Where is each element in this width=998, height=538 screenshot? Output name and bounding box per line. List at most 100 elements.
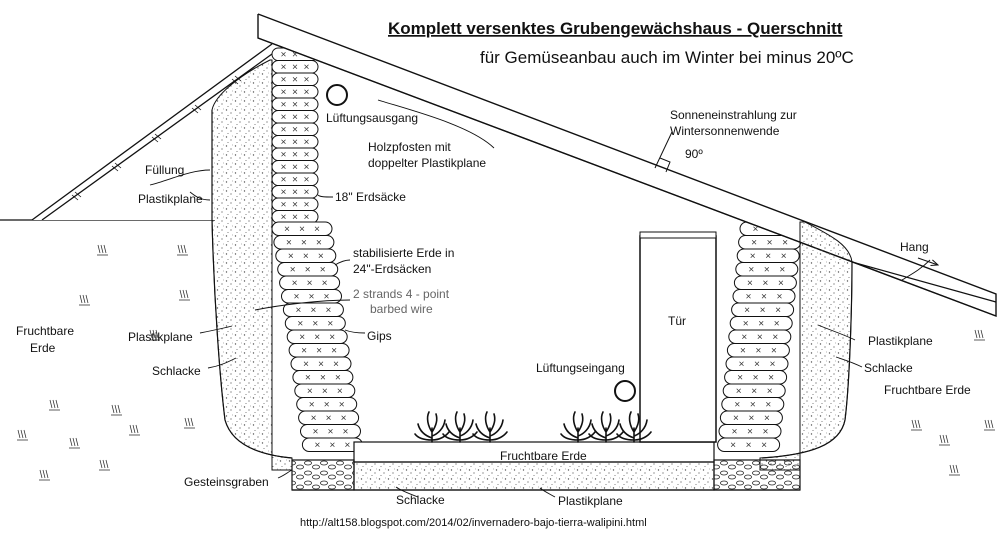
label-gesteinsgraben: Gesteinsgraben: [184, 475, 269, 489]
erdsack-18: [271, 122, 319, 136]
label-wire-2: barbed wire: [370, 302, 433, 316]
source-url: http://alt158.blogspot.com/2014/02/inver…: [300, 517, 647, 529]
label-fruchtbare-right: Fruchtbare Erde: [884, 383, 971, 397]
erdsack-24: [286, 329, 348, 344]
berm-roof-inner: [41, 53, 273, 221]
label-plastikplane-right: Plastikplane: [868, 334, 933, 348]
plant-icon: [616, 411, 652, 443]
label-schlacke-right: Schlacke: [864, 361, 913, 375]
right-angle-mark: [659, 157, 671, 173]
soil-hatch-mark: [79, 294, 90, 306]
vent-inlet-icon: [614, 380, 636, 402]
erdsack-24: [726, 343, 790, 358]
erdsack-24: [718, 424, 782, 439]
erdsack-18: [271, 135, 319, 149]
label-erdsaecke-18: 18" Erdsäcke: [335, 190, 406, 204]
label-sonne-1: Sonneneinstrahlung zur: [670, 108, 797, 122]
erdsack-24: [735, 262, 799, 277]
soil-hatch-mark: [39, 469, 50, 481]
rock-trench-left: [291, 459, 355, 491]
leader-lines: [149, 99, 931, 498]
soil-hatch-mark: [99, 459, 110, 471]
label-fruchtbare-left-2: Erde: [30, 341, 56, 355]
right-sack-stack: [717, 221, 803, 452]
erdsack-24: [738, 235, 802, 250]
soil-hatch-mark: [17, 429, 28, 441]
diagram-subtitle: für Gemüseanbau auch im Winter bei minus…: [480, 48, 854, 67]
soil-hatch-mark: [97, 244, 108, 256]
lower-sack-stack: [271, 221, 363, 452]
erdsack-24: [719, 410, 783, 425]
plant-icon: [442, 411, 478, 443]
erdsack-24: [731, 302, 795, 317]
soil-hatch-mark: [974, 329, 985, 341]
vent-outlet-icon: [326, 84, 348, 106]
erdsack-24: [725, 356, 789, 371]
diagram-title: Komplett versenktes Grubengewächshaus - …: [388, 19, 843, 38]
erdsack-24: [300, 424, 361, 439]
upper-sack-stack: [271, 47, 319, 224]
erdsack-18: [271, 185, 319, 199]
soil-hatch-mark: [179, 289, 190, 301]
soil-hatch-mark: [111, 404, 122, 416]
label-fruchtbare-left-1: Fruchtbare: [16, 324, 74, 338]
erdsack-18: [271, 197, 319, 211]
erdsack-24: [292, 370, 354, 385]
berm-roof-outer: [31, 43, 273, 221]
erdsack-18: [271, 172, 319, 186]
roof-inner-line: [257, 37, 997, 317]
label-holzpfosten-1: Holzpfosten mit: [368, 140, 451, 154]
soil-hatch-mark: [49, 399, 60, 411]
erdsack-24: [722, 383, 786, 398]
label-lueftungsausgang: Lüftungsausgang: [326, 111, 418, 125]
label-fuellung: Füllung: [145, 163, 184, 177]
left-plastic-line: [211, 110, 293, 459]
label-fruchtbare-floor: Fruchtbare Erde: [500, 449, 587, 463]
erdsack-24: [729, 316, 793, 331]
plants-left: [414, 411, 508, 443]
erdsack-24: [298, 410, 360, 425]
label-plastikplane-left: Plastikplane: [128, 330, 193, 344]
label-angle: 90º: [685, 147, 703, 161]
label-holzpfosten-2: doppelter Plastikplane: [368, 156, 486, 170]
label-stab-erde-2: 24"-Erdsäcken: [353, 262, 431, 276]
soil-hatch-mark: [149, 329, 160, 341]
plant-icon: [560, 411, 596, 443]
erdsack-18: [271, 72, 319, 86]
erdsack-18: [271, 60, 319, 74]
erdsack-24: [732, 289, 796, 304]
erdsack-24: [275, 248, 337, 263]
erdsack-24: [282, 302, 344, 317]
erdsack-24: [724, 370, 788, 385]
label-tuer: Tür: [668, 314, 686, 328]
label-gips: Gips: [367, 329, 392, 343]
label-plastikplane-roof: Plastikplane: [138, 192, 203, 206]
soil-hatches: [17, 244, 995, 481]
erdsack-18: [271, 85, 319, 99]
soil-hatch-mark: [129, 424, 140, 436]
label-schlacke-left: Schlacke: [152, 364, 201, 378]
erdsack-24: [728, 329, 792, 344]
label-stab-erde-1: stabilisierte Erde in: [353, 246, 454, 260]
label-sonne-2: Wintersonnenwende: [670, 124, 780, 138]
erdsack-24: [277, 262, 339, 277]
left-berm: [32, 52, 270, 220]
erdsack-24: [733, 275, 797, 290]
plant-icon: [472, 411, 508, 443]
label-schlacke-bottom: Schlacke: [396, 493, 445, 507]
plant-icon: [414, 411, 450, 443]
sun-ray-line: [654, 131, 673, 169]
erdsack-24: [294, 383, 356, 398]
soil-hatch-mark: [984, 419, 995, 431]
erdsack-24: [290, 356, 352, 371]
erdsack-18: [271, 210, 319, 224]
door-lintel: [639, 231, 717, 239]
erdsack-24: [273, 235, 335, 250]
label-wire-1: 2 strands 4 - point: [353, 287, 450, 301]
erdsack-24: [271, 221, 333, 236]
erdsack-24: [284, 316, 346, 331]
plant-icon: [588, 411, 624, 443]
erdsack-24: [721, 397, 785, 412]
right-plastic-line: [761, 261, 853, 459]
